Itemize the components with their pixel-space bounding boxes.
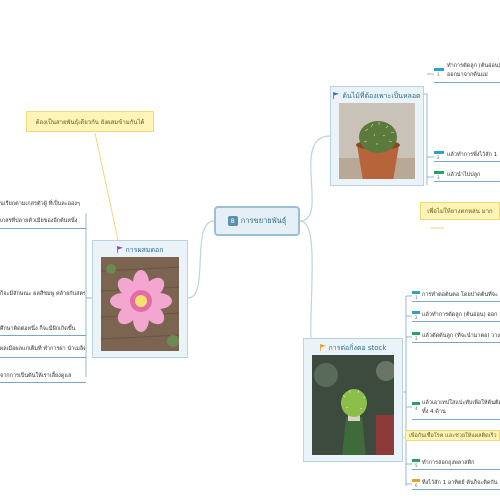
cactus-photo bbox=[339, 103, 415, 179]
branch-title: การผสมดอก bbox=[125, 246, 164, 254]
branch-card-seedling[interactable]: ต้นไม้ที่ต้องเพาะเป็นหลอด bbox=[330, 86, 424, 186]
progress-marker-5: 5 bbox=[412, 459, 420, 468]
grafted-cactus-photo bbox=[312, 355, 394, 455]
step-text: แล้วทำการพึ่งไว้สัก 1 bbox=[447, 152, 498, 158]
flag-icon bbox=[116, 246, 123, 253]
step-text-continued: ออกมาจากต้นแม่ bbox=[447, 72, 488, 78]
step-text: ทำการตัดลูก (ต้นอ่อน) bbox=[447, 63, 500, 69]
progress-marker-2: 2 bbox=[412, 311, 420, 320]
note-callout[interactable]: เพื่อไม่ให้ยางตกหล่น มาก bbox=[420, 202, 500, 220]
branch-title: การต่อกิ่งตอ stock bbox=[328, 344, 387, 352]
step-text: แล้วตัดต้นลูก (ที่จะนำมาตอ) วาง bbox=[422, 333, 500, 339]
left-item-text: ศึกษาติดต่อหนึ่ง ก็จะมีฝักเกิดขึ้น bbox=[0, 326, 76, 332]
progress-marker-1: 1 bbox=[412, 291, 420, 300]
left-item-text: ก็จะมีลักษณะ ผลสีชมพู คล้ายกับสตรอว์เบอร… bbox=[0, 291, 85, 297]
branch-card-pollination[interactable]: การผสมดอก bbox=[92, 240, 188, 358]
progress-marker-4: 4 bbox=[412, 402, 420, 411]
progress-marker-1: 1 bbox=[434, 68, 444, 77]
progress-marker-3: 3 bbox=[412, 332, 420, 341]
flag-icon bbox=[333, 92, 340, 99]
topic-number: 8 bbox=[227, 216, 238, 226]
flag-icon bbox=[319, 344, 326, 351]
step-text: แล้วทำการตัดลูก (ต้นอ่อน) ออก bbox=[422, 312, 498, 318]
left-item-text: จากการเป็นต้นให้เราเลี้ยงดูแล bbox=[0, 373, 72, 379]
central-topic[interactable]: 8 การขยายพันธุ์ bbox=[214, 206, 300, 236]
progress-marker-3: 3 bbox=[434, 171, 444, 180]
step-text: การทำตอต้นตอ โดยปาดต้นที่จะ bbox=[422, 292, 498, 298]
step-text: ทำการลอกถุงพลาสติก bbox=[422, 460, 475, 466]
progress-marker-2: 2 bbox=[434, 151, 444, 160]
note-callout-text: เพื่อกันเชื้อโรค และช่วยให้แผลติดเร็ว bbox=[409, 433, 497, 439]
branch-title: ต้นไม้ที่ต้องเพาะเป็นหลอด bbox=[342, 92, 421, 100]
step-text: ทิ้งไว้สัก 1 อาทิตย์ ต้นก็จะติดกัน bbox=[422, 480, 498, 486]
step-text-continued: ทั้ง 4 ด้าน bbox=[422, 409, 446, 415]
note-callout[interactable]: ต้องเป็นสายพันธุ์เดียวกัน ยังผสมข้ามกันไ… bbox=[26, 111, 154, 132]
step-text: แล้วนำไปปลูก bbox=[447, 172, 481, 178]
progress-marker-6: 6 bbox=[412, 479, 420, 488]
left-item-text-continued: เกสรที่ปลายตัวเมียของอีกต้นหนึ่ง bbox=[0, 218, 78, 224]
cactus-flower-photo bbox=[101, 257, 179, 351]
step-text: แล้วเอาเทปใสแปะทับเพื่อให้ต้นติด bbox=[422, 400, 500, 406]
central-topic-label: การขยายพันธุ์ bbox=[240, 216, 287, 225]
left-item-text: นเรียกตามเกสรตัวผู้ ที่เป็นละอองๆ bbox=[0, 201, 80, 207]
branch-card-grafting[interactable]: การต่อกิ่งตอ stock bbox=[303, 338, 403, 462]
left-item-text: ผลเมื่อผลแก่เต็มที่ ทำการผ่า นำเมล็ดที่ไ… bbox=[0, 346, 85, 352]
